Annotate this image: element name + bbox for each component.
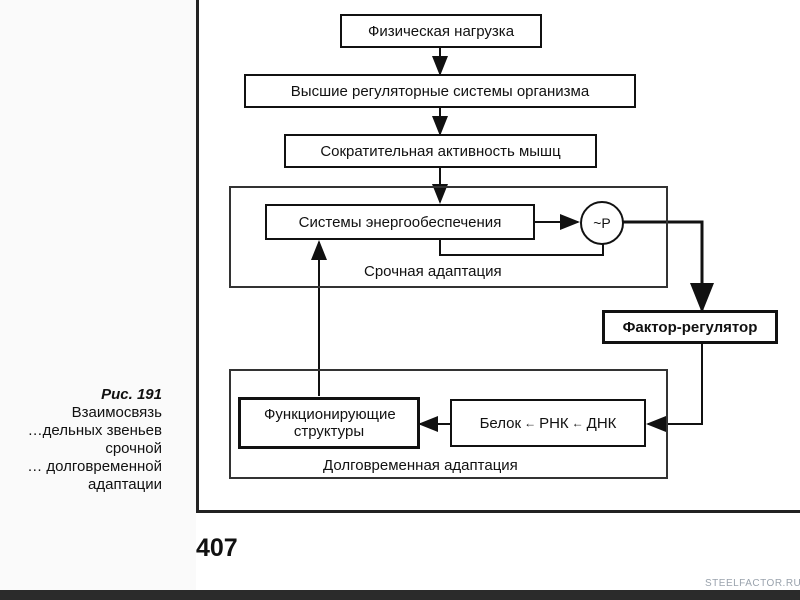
- node-regulatory-systems: Высшие регуляторные системы организма: [244, 74, 636, 108]
- chain-protein: Белок: [479, 414, 522, 432]
- node-energy-supply-text: Системы энергообеспечения: [298, 213, 502, 231]
- node-functional-structures-text: Функционирующие структуры: [264, 406, 396, 440]
- node-functional-structures: Функционирующие структуры: [238, 397, 420, 449]
- node-p-circle: ~Р: [580, 201, 624, 245]
- figure-caption: Рис. 191 Взаимосвязь …дельных звеньев ср…: [0, 386, 162, 494]
- caption-line-2: …дельных звеньев: [27, 422, 162, 439]
- scan-left-margin: [0, 0, 196, 600]
- chain-arrow-1: ←: [524, 415, 537, 430]
- node-regulatory-systems-text: Высшие регуляторные системы организма: [290, 82, 590, 100]
- urgent-adaptation-region: [229, 186, 668, 288]
- caption-line-5: адаптации: [88, 476, 162, 493]
- longterm-adaptation-label: Долговременная адаптация: [323, 457, 518, 474]
- caption-line-4: … долговременной: [27, 458, 162, 475]
- scan-bottom-strip: [0, 590, 800, 600]
- node-contractile-activity-text: Сократительная активность мышц: [320, 142, 561, 160]
- node-physical-load: Физическая нагрузка: [340, 14, 542, 48]
- node-synthesis-chain: Белок ← РНК ← ДНК: [450, 399, 646, 447]
- urgent-adaptation-label: Срочная адаптация: [364, 263, 502, 280]
- chain-arrow-2: ←: [571, 415, 584, 430]
- node-factor-regulator-text: Фактор-регулятор: [622, 318, 758, 336]
- page-number: 407: [196, 534, 238, 562]
- page-border-vertical: [196, 0, 199, 512]
- node-physical-load-text: Физическая нагрузка: [367, 22, 515, 40]
- figure-number: Рис. 191: [101, 386, 162, 403]
- node-factor-regulator: Фактор-регулятор: [602, 310, 778, 344]
- chain-dna: ДНК: [586, 414, 617, 432]
- node-contractile-activity: Сократительная активность мышц: [284, 134, 597, 168]
- node-p-circle-text: ~Р: [593, 214, 611, 231]
- caption-line-3: срочной: [105, 440, 162, 457]
- caption-line-1: Взаимосвязь: [71, 404, 162, 421]
- chain-rna: РНК: [539, 414, 569, 432]
- longterm-adaptation-region: [229, 369, 668, 479]
- page-border-horizontal: [196, 510, 800, 513]
- node-energy-supply: Системы энергообеспечения: [265, 204, 535, 240]
- site-watermark: STEELFACTOR.RU: [705, 578, 800, 589]
